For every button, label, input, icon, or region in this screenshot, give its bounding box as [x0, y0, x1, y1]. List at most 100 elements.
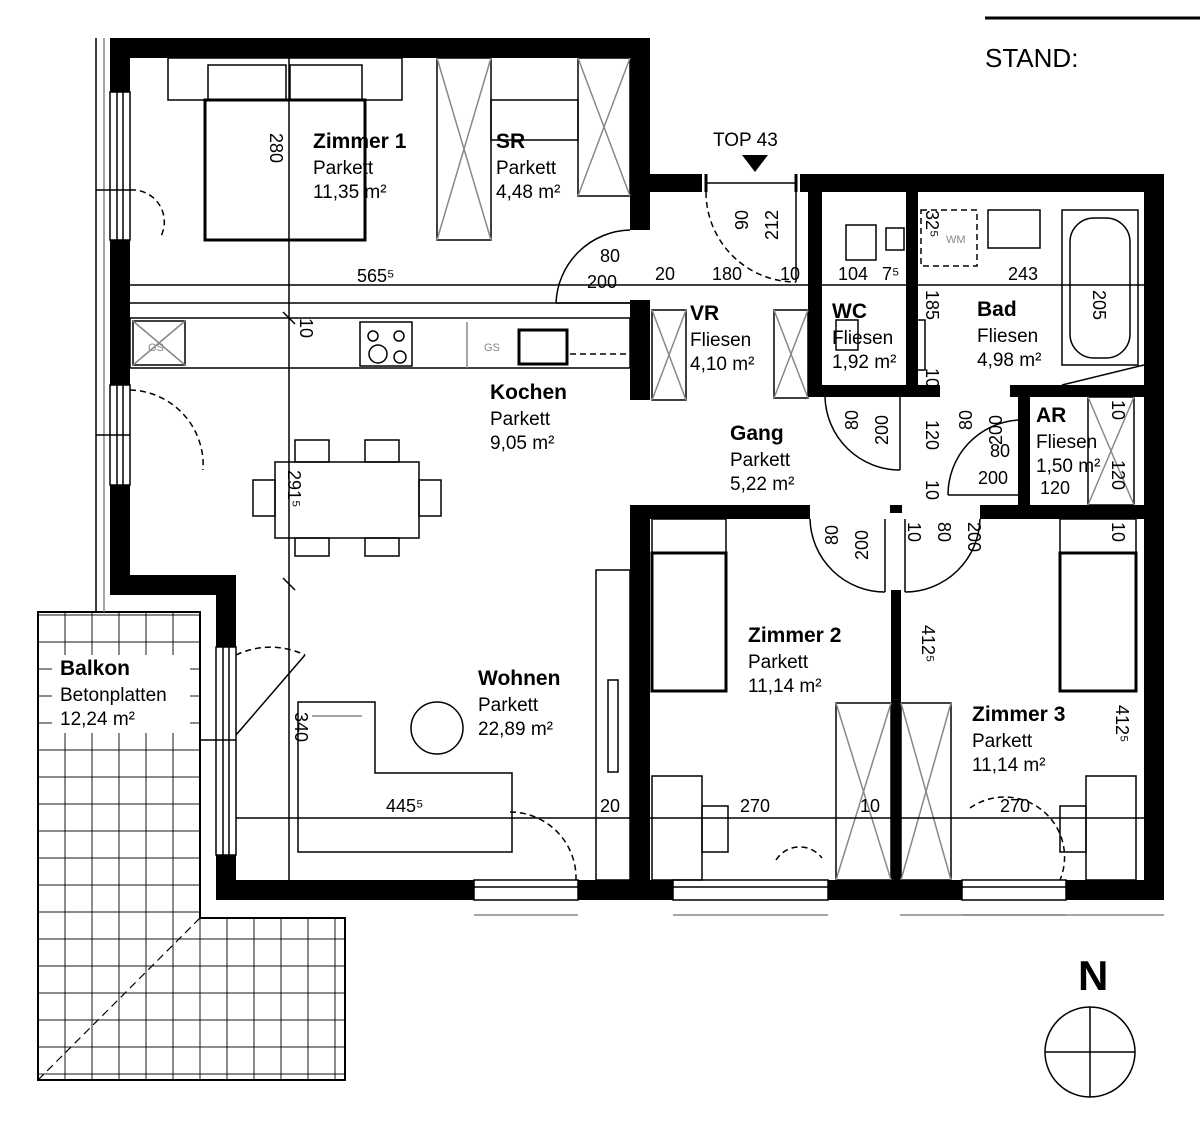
room-zimmer1: Zimmer 1 Parkett 11,35 m²: [313, 130, 407, 203]
dim-80d: 80: [990, 441, 1010, 461]
dim-10a: 10: [780, 264, 800, 284]
room-labels: Zimmer 1 Parkett 11,35 m² SR Parkett 4,4…: [60, 130, 1100, 776]
room-name: Zimmer 3: [972, 703, 1065, 726]
stand-label: STAND:: [985, 43, 1078, 73]
dim-200b: 200: [872, 415, 892, 445]
room-gang: Gang Parkett 5,22 m²: [730, 422, 794, 495]
dim-80c: 80: [956, 410, 976, 430]
room-area: 5,22 m²: [730, 474, 794, 495]
room-floor: Betonplatten: [60, 685, 167, 706]
room-area: 1,92 m²: [832, 352, 896, 373]
room-floor: Parkett: [313, 158, 374, 179]
walls: [110, 38, 1164, 900]
dim-10h: 10: [860, 796, 880, 816]
dim-270a: 270: [740, 796, 770, 816]
balkon-area: [37, 611, 346, 1081]
dim-20a: 20: [655, 264, 675, 284]
dim-10d: 10: [1108, 400, 1128, 420]
dim-2915: 291⁵: [284, 470, 304, 508]
top-label: TOP 43: [713, 130, 778, 151]
room-name: Bad: [977, 298, 1017, 321]
room-name: Wohnen: [478, 667, 560, 690]
room-zimmer2: Zimmer 2 Parkett 11,14 m²: [748, 624, 841, 697]
north-label: N: [1078, 952, 1108, 999]
dim-200f: 200: [964, 522, 984, 552]
room-sr: SR Parkett 4,48 m²: [496, 130, 560, 203]
room-zimmer3: Zimmer 3 Parkett 11,14 m²: [972, 703, 1065, 776]
windows: [96, 91, 1164, 916]
furniture: [129, 57, 1145, 881]
room-name: Zimmer 1: [313, 130, 407, 153]
room-area: 4,98 m²: [977, 350, 1041, 371]
dim-10e: 10: [922, 480, 942, 500]
dim-20b: 20: [600, 796, 620, 816]
dishwasher-tag-2: GS: [484, 342, 500, 354]
room-floor: Parkett: [496, 158, 557, 179]
dimension-lines: [130, 58, 1144, 880]
dim-4125b: 412⁵: [1112, 705, 1132, 743]
compass-rose-icon: [1044, 1006, 1136, 1098]
dim-104: 104: [838, 264, 868, 284]
room-area: 11,35 m²: [313, 182, 387, 203]
room-name: Balkon: [60, 657, 130, 680]
room-bad: Bad Fliesen 4,98 m²: [977, 298, 1041, 371]
room-name: Zimmer 2: [748, 624, 841, 647]
dim-205: 205: [1089, 290, 1109, 320]
room-area: 9,05 m²: [490, 433, 554, 454]
dim-243: 243: [1008, 264, 1038, 284]
room-area: 22,89 m²: [478, 719, 553, 740]
room-area: 1,50 m²: [1036, 456, 1100, 477]
room-floor: Fliesen: [690, 330, 751, 351]
dim-340: 340: [291, 712, 311, 742]
dim-80e: 80: [822, 525, 842, 545]
washer-tag: WM: [946, 234, 966, 246]
dim-200a: 200: [587, 272, 617, 292]
room-name: WC: [832, 300, 867, 323]
room-floor: Fliesen: [832, 328, 893, 349]
room-area: 4,48 m²: [496, 182, 560, 203]
dim-325: 32⁵: [922, 210, 942, 237]
dim-80a: 80: [600, 246, 620, 266]
dim-80f: 80: [934, 522, 954, 542]
compass: N: [1044, 952, 1136, 1098]
room-name: SR: [496, 130, 525, 153]
room-area: 11,14 m²: [748, 676, 822, 697]
room-name: Gang: [730, 422, 784, 445]
room-floor: Parkett: [748, 652, 809, 673]
dishwasher-tag-1: GS: [148, 342, 164, 354]
dim-10f: 10: [1108, 522, 1128, 542]
dim-10c: 10: [296, 318, 316, 338]
room-floor: Parkett: [478, 695, 539, 716]
dim-200c: 200: [986, 415, 1006, 445]
dim-200d: 200: [978, 468, 1008, 488]
dim-280: 280: [266, 133, 286, 163]
dimension-labels: 565⁵ 280 80 200 20 180 10 104 7⁵ 243 90 …: [266, 133, 1132, 816]
dim-120c: 120: [1108, 460, 1128, 490]
room-balkon: Balkon Betonplatten 12,24 m²: [60, 657, 167, 730]
dim-185: 185: [922, 290, 942, 320]
room-area: 4,10 m²: [690, 354, 754, 375]
room-wc: WC Fliesen 1,92 m²: [832, 300, 896, 373]
room-area: 11,14 m²: [972, 755, 1046, 776]
dim-10g: 10: [904, 522, 924, 542]
room-ar: AR Fliesen 1,50 m²: [1036, 404, 1100, 477]
room-vr: VR Fliesen 4,10 m²: [690, 302, 754, 375]
room-name: VR: [690, 302, 719, 325]
entrance-door: TOP 43: [702, 130, 800, 283]
dim-10b: 10: [922, 368, 942, 388]
dim-120b: 120: [1040, 478, 1070, 498]
room-floor: Parkett: [730, 450, 791, 471]
dim-90: 90: [732, 210, 752, 230]
dim-180: 180: [712, 264, 742, 284]
dim-80b: 80: [842, 410, 862, 430]
room-floor: Fliesen: [1036, 432, 1097, 453]
room-name: AR: [1036, 404, 1066, 427]
dim-270b: 270: [1000, 796, 1030, 816]
room-wohnen: Wohnen Parkett 22,89 m²: [478, 667, 560, 740]
dim-4125a: 412⁵: [918, 625, 938, 663]
room-area: 12,24 m²: [60, 709, 135, 730]
dim-120a: 120: [922, 420, 942, 450]
dim-212: 212: [762, 210, 782, 240]
room-floor: Parkett: [490, 409, 551, 430]
